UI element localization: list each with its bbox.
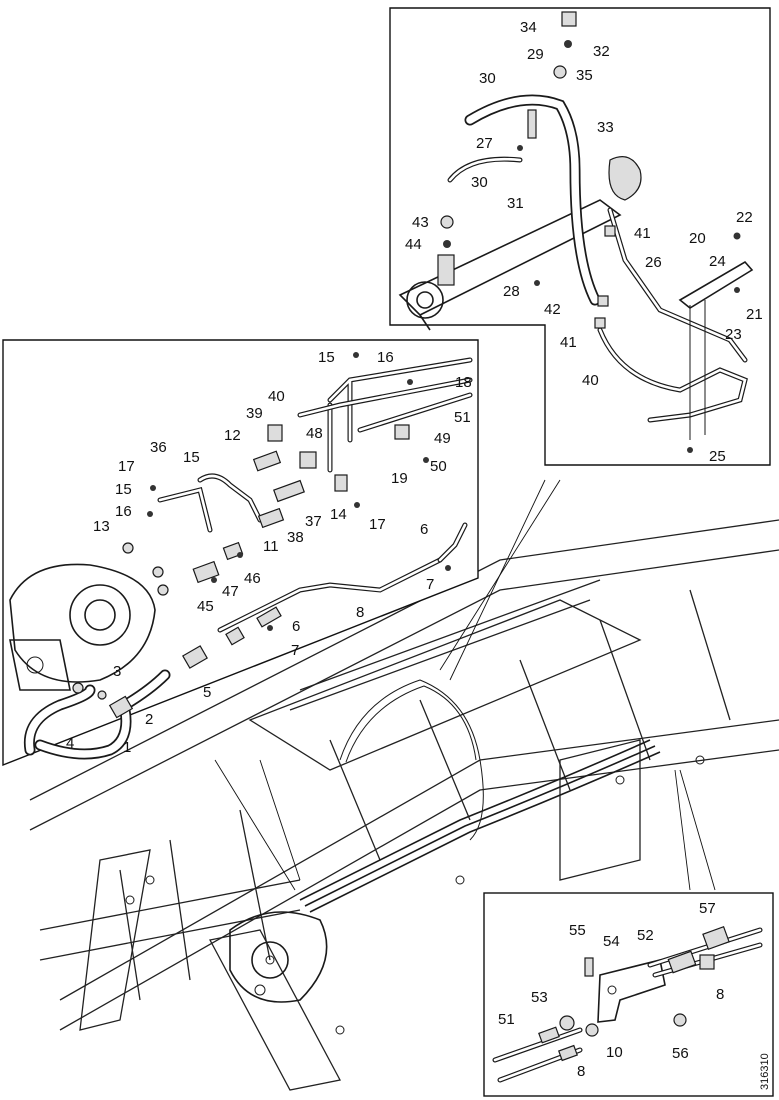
callout-17: 17 [118,458,135,475]
callout-30: 30 [479,70,496,87]
callout-36: 36 [150,439,167,456]
callout-11: 11 [263,538,279,555]
callout-8: 8 [716,986,724,1003]
detail-box-b [2,339,479,767]
callout-41: 41 [560,334,577,351]
callout-47: 47 [222,583,239,600]
callout-6: 6 [292,618,300,635]
callout-52: 52 [637,927,654,944]
callout-53: 53 [531,989,548,1006]
callout-2: 2 [145,711,153,728]
callout-50: 50 [430,458,447,475]
callout-42: 42 [544,301,561,318]
callout-18: 18 [455,374,472,391]
callout-10: 10 [606,1044,623,1061]
callout-25: 25 [709,448,726,465]
callout-51: 51 [498,1011,515,1028]
callout-15: 15 [115,481,132,498]
drawing-reference-code: 316310 [759,1053,771,1090]
callout-27: 27 [476,135,493,152]
chassis-frame [29,519,779,1091]
callout-29: 29 [527,46,544,63]
callout-40: 40 [582,372,599,389]
callout-6: 6 [420,521,428,538]
callout-16: 16 [115,503,132,520]
callout-23: 23 [725,326,742,343]
callout-44: 44 [405,236,422,253]
callout-48: 48 [306,425,323,442]
callout-49: 49 [434,430,451,447]
callout-43: 43 [412,214,429,231]
callout-30: 30 [471,174,488,191]
callout-20: 20 [689,230,706,247]
detail-box-c [483,892,774,1097]
callout-45: 45 [197,598,214,615]
callout-22: 22 [736,209,753,226]
callout-54: 54 [603,933,620,950]
callout-51: 51 [454,409,471,426]
callout-35: 35 [576,67,593,84]
callout-56: 56 [672,1045,689,1062]
callout-37: 37 [305,513,322,530]
callout-12: 12 [224,427,241,444]
callout-39: 39 [246,405,263,422]
callout-7: 7 [426,576,434,593]
callout-40: 40 [268,388,285,405]
callout-8: 8 [577,1063,585,1080]
callout-55: 55 [569,922,586,939]
callout-3: 3 [113,663,121,680]
callout-4: 4 [66,735,74,752]
detail-box-a [389,7,771,466]
callout-21: 21 [746,306,763,323]
callout-1: 1 [123,739,131,756]
callout-8: 8 [356,604,364,621]
callout-7: 7 [291,642,299,659]
callout-15: 15 [318,349,335,366]
callout-19: 19 [391,470,408,487]
callout-46: 46 [244,570,261,587]
callout-14: 14 [330,506,347,523]
callout-33: 33 [597,119,614,136]
callout-38: 38 [287,529,304,546]
callout-57: 57 [699,900,716,917]
callout-41: 41 [634,225,651,242]
callout-31: 31 [507,195,524,212]
callout-26: 26 [645,254,662,271]
callout-16: 16 [377,349,394,366]
callout-28: 28 [503,283,520,300]
callout-24: 24 [709,253,726,270]
detail-leaders [214,479,716,891]
callout-15: 15 [183,449,200,466]
callout-labels: 1 2 3 4 5 6 6 7 7 8 11 12 13 14 15 15 15… [66,19,771,1090]
callout-34: 34 [520,19,537,36]
callout-17: 17 [369,516,386,533]
callout-13: 13 [93,518,110,535]
callout-32: 32 [593,43,610,60]
callout-5: 5 [203,684,211,701]
